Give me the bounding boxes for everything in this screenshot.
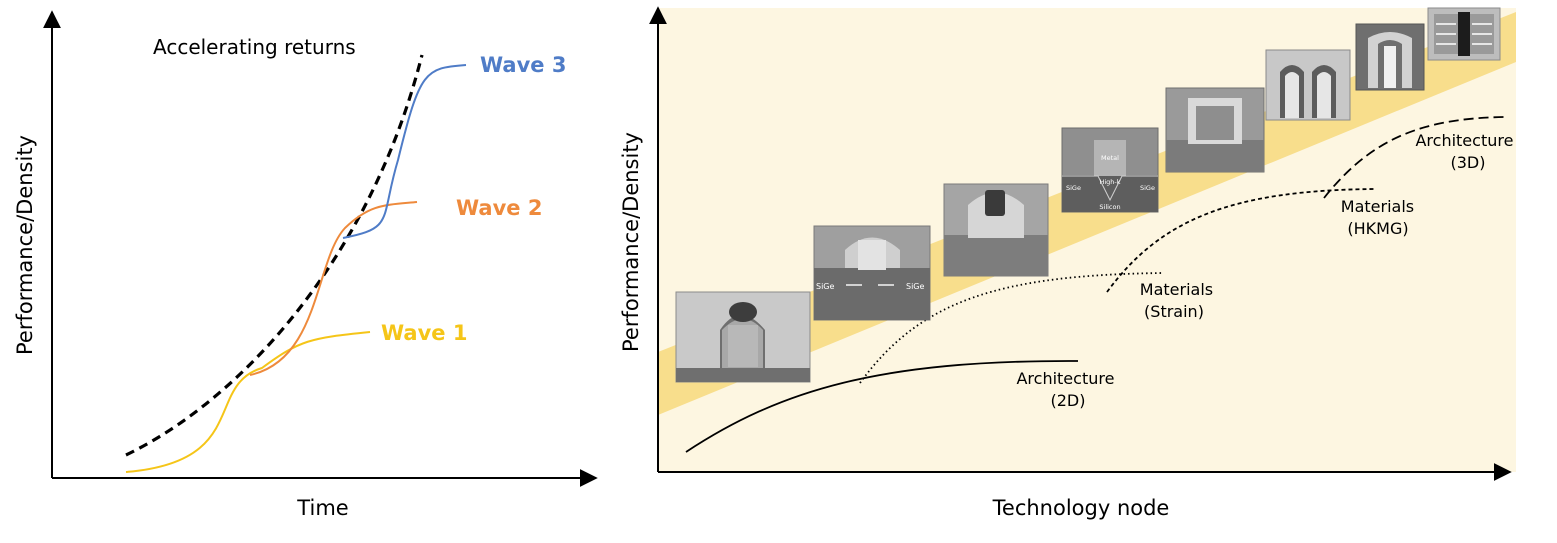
wave-2-label: Wave 2 xyxy=(456,196,542,220)
micrograph-6 xyxy=(1265,49,1351,121)
wave-2-curve xyxy=(249,201,418,376)
micrograph-sige-right-label: SiGe xyxy=(1140,184,1155,192)
micrograph-1 xyxy=(675,291,811,383)
architecture-2d-label: Architecture (2D) xyxy=(1016,369,1119,410)
wave-1-curve xyxy=(125,331,371,473)
left-panel: Performance/Density Time Accelerating re… xyxy=(13,10,598,520)
architecture-3d-label-line1: Architecture xyxy=(1415,131,1513,150)
materials-hkmg-label-line1: Materials xyxy=(1341,197,1414,216)
micrograph-5 xyxy=(1165,87,1265,173)
sige-left-label: SiGe xyxy=(816,282,835,291)
materials-strain-label: Materials (Strain) xyxy=(1140,280,1218,321)
wave-3-label: Wave 3 xyxy=(480,53,566,77)
silicon-label: Silicon xyxy=(1099,203,1120,211)
architecture-2d-label-line2: (2D) xyxy=(1051,391,1086,410)
materials-strain-label-line1: Materials xyxy=(1140,280,1213,299)
left-y-axis-label: Performance/Density xyxy=(13,135,37,355)
wave-1-label: Wave 1 xyxy=(381,321,467,345)
micrograph-3 xyxy=(943,183,1049,277)
architecture-3d-label-line2: (3D) xyxy=(1451,153,1486,172)
micrograph-4: Metal High-k SiGe SiGe Silicon xyxy=(1061,127,1159,213)
micrograph-sige-left-label: SiGe xyxy=(1066,184,1081,192)
materials-hkmg-label: Materials (HKMG) xyxy=(1341,197,1419,238)
materials-strain-label-line2: (Strain) xyxy=(1144,302,1204,321)
micrograph-8 xyxy=(1427,7,1501,61)
sige-right-label: SiGe xyxy=(906,282,925,291)
accelerating-returns-curve xyxy=(125,54,424,457)
architecture-2d-label-line1: Architecture xyxy=(1016,369,1114,388)
micrograph-7 xyxy=(1355,23,1425,91)
wave-3-curve xyxy=(342,64,467,239)
high-k-label: High-k xyxy=(1099,178,1120,186)
right-y-axis-label: Performance/Density xyxy=(619,132,643,352)
metal-label: Metal xyxy=(1101,154,1119,162)
materials-hkmg-label-line2: (HKMG) xyxy=(1347,219,1408,238)
right-x-axis-label: Technology node xyxy=(992,496,1170,520)
micrograph-2: SiGe SiGe xyxy=(813,225,931,321)
right-panel: Performance/Density Technology node Arch… xyxy=(619,6,1518,520)
architecture-3d-curve xyxy=(1323,116,1507,199)
architecture-2d-curve xyxy=(685,360,1079,453)
materials-hkmg-curve xyxy=(1106,188,1377,293)
architecture-3d-label: Architecture (3D) xyxy=(1415,131,1518,172)
left-x-axis-label: Time xyxy=(296,496,348,520)
accelerating-returns-label: Accelerating returns xyxy=(153,35,356,59)
